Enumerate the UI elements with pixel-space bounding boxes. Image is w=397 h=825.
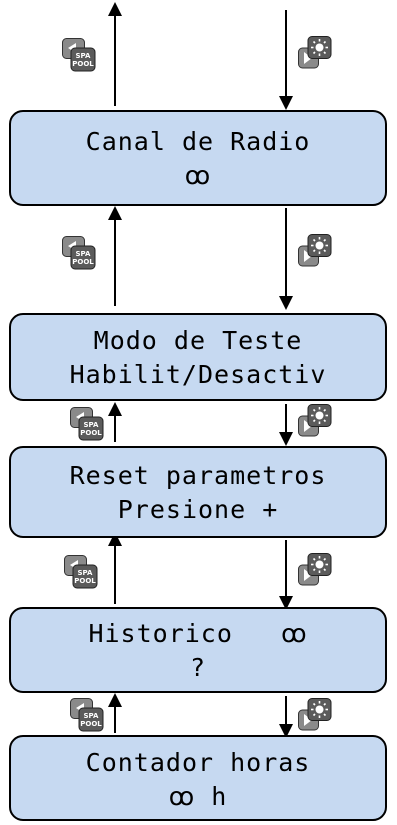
lcd-line-1: Reset parametros [69,461,327,490]
lcd-screen-radio-channel: Canal de Radio ꝏ [9,110,387,206]
lcd-line-1: Historico ꝏ [88,619,308,648]
light-forward-key-icon[interactable] [298,36,332,70]
spa-pool-key-icon[interactable]: SPA POOL [64,555,98,589]
arrow-down-3 [279,404,293,446]
spa-pool-key-icon[interactable]: SPA POOL [70,698,104,732]
spa-pool-key-icon[interactable]: SPA POOL [62,38,96,72]
svg-text:POOL: POOL [74,577,96,585]
lcd-line-1: Contador horas [85,748,311,777]
svg-text:POOL: POOL [72,258,94,266]
lcd-line-2: Habilit/Desactiv [69,360,327,389]
arrow-down-5 [279,696,293,738]
lcd-line-1: Canal de Radio [85,127,311,156]
svg-text:POOL: POOL [80,720,102,728]
svg-text:SPA: SPA [84,712,100,720]
arrow-up-1 [108,2,122,106]
svg-text:SPA: SPA [84,421,100,429]
lcd-screen-reset-parameters: Reset parametros Presione + [9,446,387,538]
lcd-line-2: ? [189,653,207,682]
arrow-down-2 [279,208,293,310]
svg-text:SPA: SPA [76,250,92,258]
lcd-line-1: Modo de Teste [93,326,303,355]
light-forward-key-icon[interactable] [298,698,332,732]
arrow-up-3 [108,402,122,442]
arrow-up-4 [108,532,122,604]
arrow-up-2 [108,206,122,306]
light-forward-key-icon[interactable] [298,553,332,587]
arrow-up-5 [108,693,122,733]
arrow-down-1 [279,10,293,110]
lcd-screen-history: Historico ꝏ ? [9,607,387,693]
lcd-line-2: Presione + [117,495,279,524]
lcd-screen-test-mode: Modo de Teste Habilit/Desactiv [9,313,387,401]
svg-text:POOL: POOL [80,429,102,437]
spa-pool-key-icon[interactable]: SPA POOL [62,236,96,270]
svg-text:POOL: POOL [72,60,94,68]
arrow-down-4 [279,540,293,610]
light-forward-key-icon[interactable] [298,234,332,268]
spa-pool-key-icon[interactable]: SPA POOL [70,407,104,441]
svg-text:SPA: SPA [78,569,94,577]
lcd-line-2: ꝏ [184,161,212,190]
light-forward-key-icon[interactable] [298,404,332,438]
lcd-screen-hour-counter: Contador horas ꝏ h [9,735,387,821]
svg-text:SPA: SPA [76,52,92,60]
lcd-line-2: ꝏ h [168,782,228,811]
